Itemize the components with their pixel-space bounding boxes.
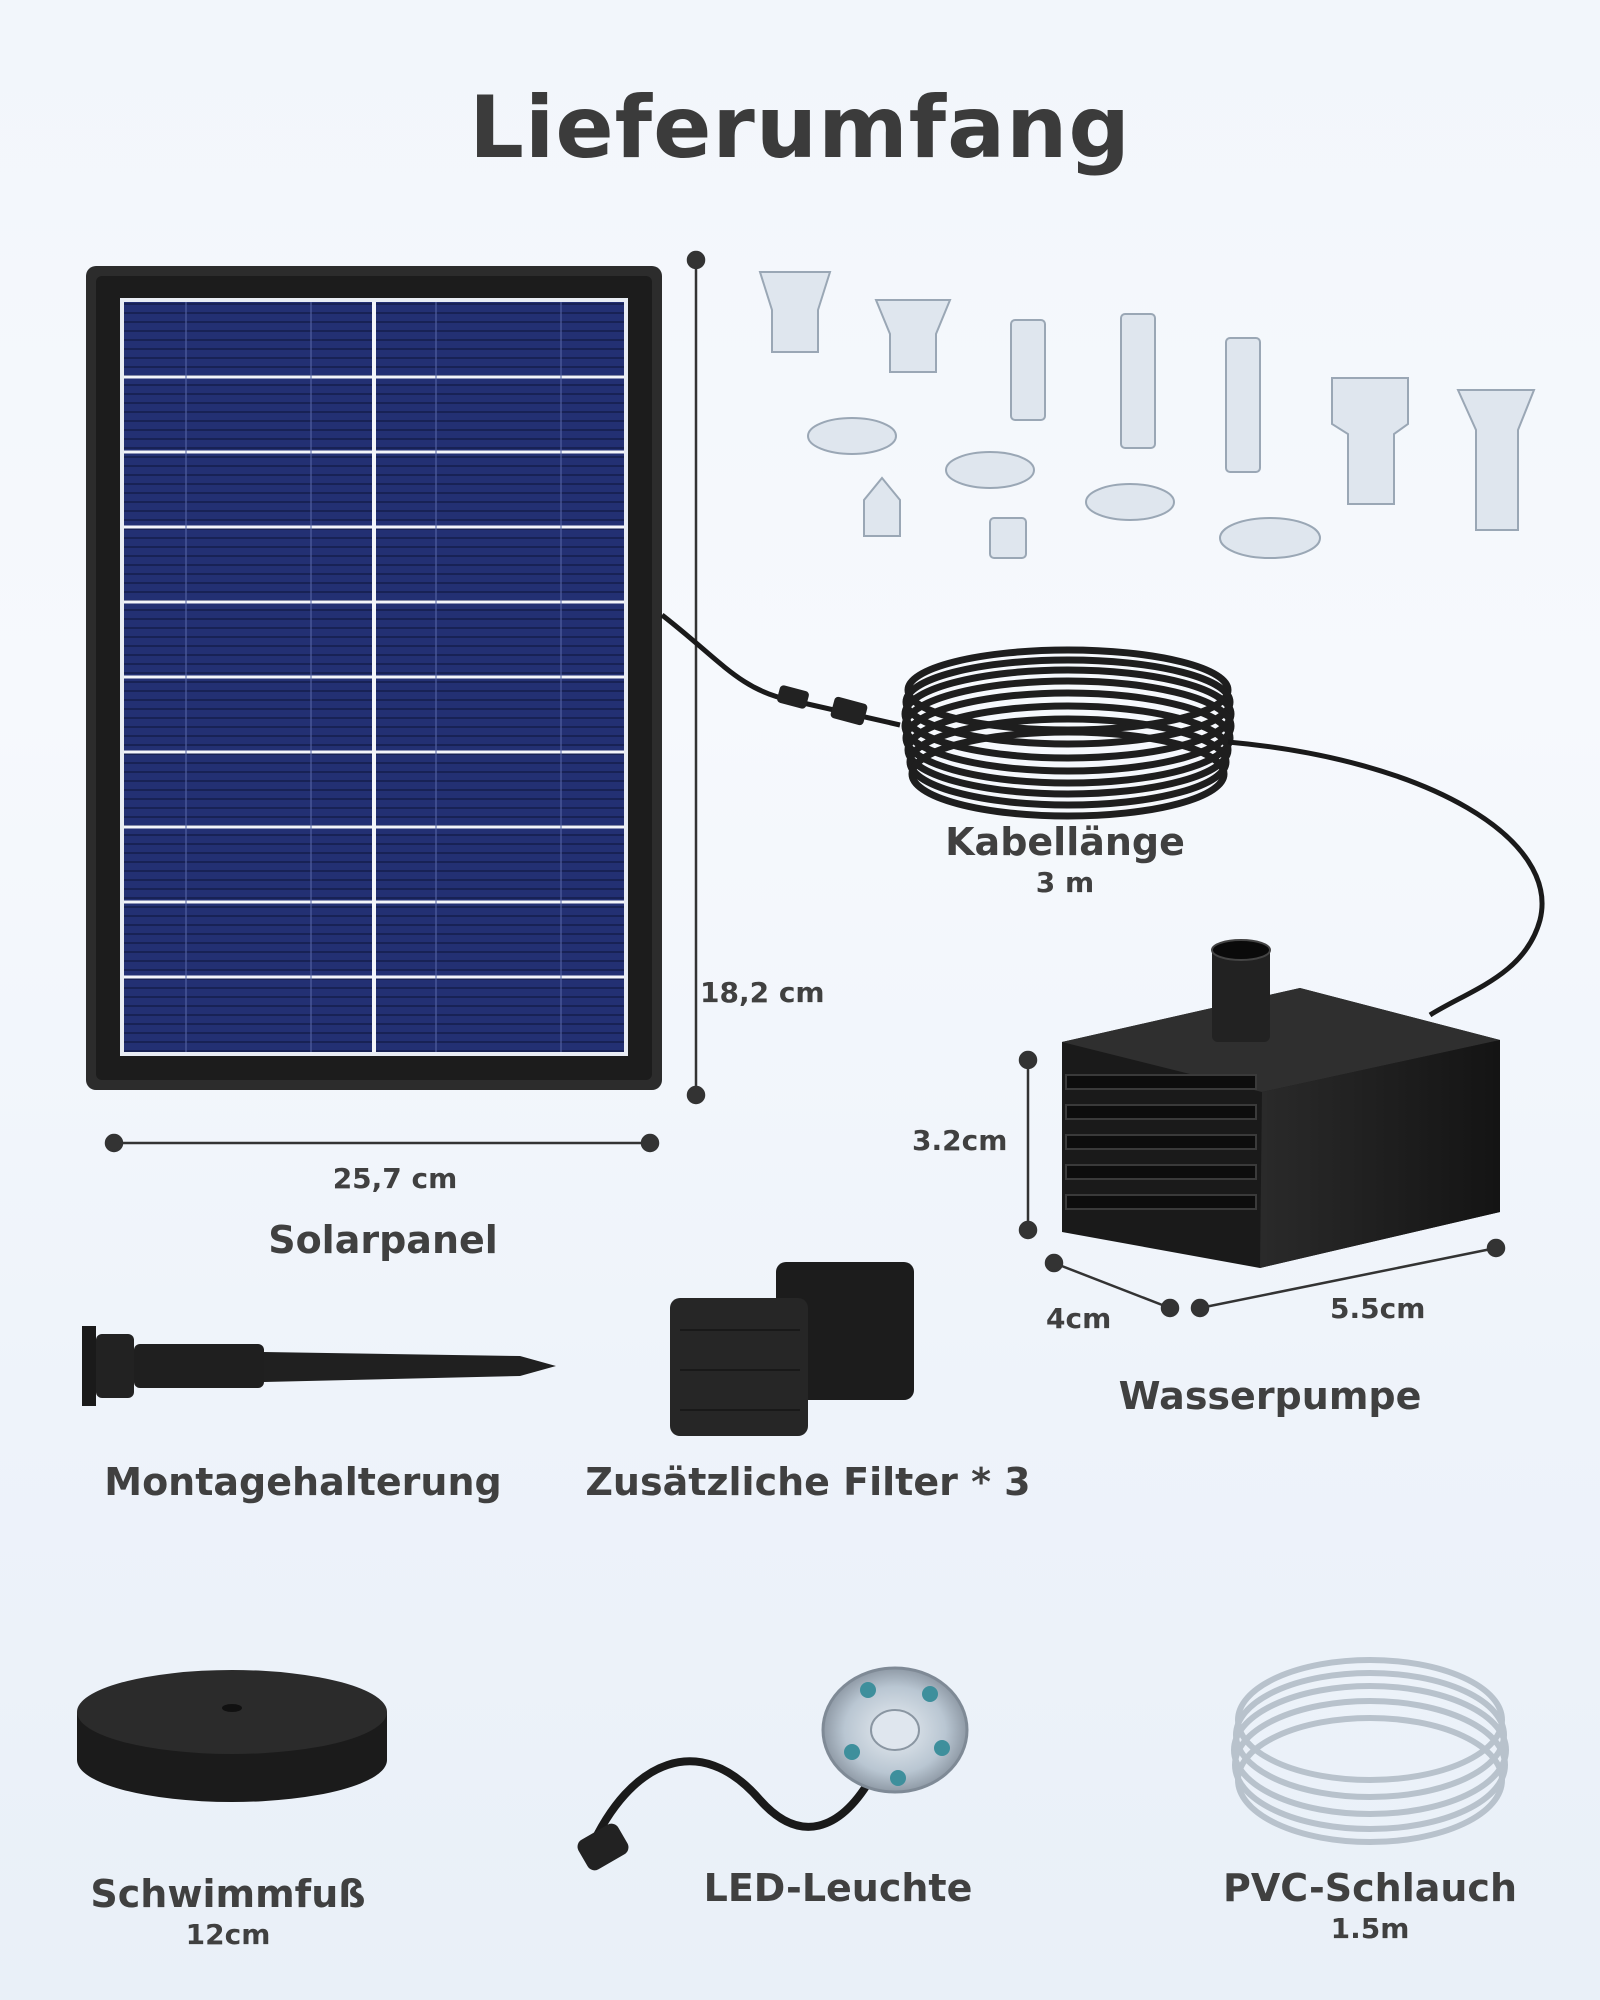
pump-height-label: 3.2cm (912, 1124, 1008, 1157)
hose-name: PVC-Schlauch (1222, 1866, 1518, 1910)
pump-depth-label: 4cm (1046, 1302, 1112, 1335)
page-title: Lieferumfang (469, 78, 1131, 178)
filter-sponges (670, 1262, 914, 1436)
solar-height-label: 18,2 cm (700, 976, 825, 1009)
cable-length-title: Kabellänge (945, 820, 1185, 864)
led-light (577, 1666, 969, 1871)
hose-length: 1.5m (1330, 1912, 1410, 1945)
pump-dimension-lines (1018, 1050, 1506, 1318)
cable-coil (901, 646, 1235, 820)
floating-base (77, 1670, 387, 1802)
pump-width-label: 5.5cm (1330, 1292, 1426, 1325)
water-pump (1062, 939, 1500, 1268)
cable-length-value: 3 m (1035, 866, 1095, 899)
pvc-hose (1231, 1657, 1509, 1845)
solar-panel (86, 266, 662, 1090)
mounting-stake (82, 1326, 556, 1406)
pump-cable (1227, 739, 1545, 1018)
pump-name: Wasserpumpe (1118, 1374, 1422, 1418)
float-size: 12cm (185, 1918, 271, 1951)
solar-dimension-lines (104, 250, 706, 1153)
solar-width-label: 25,7 cm (332, 1162, 458, 1195)
nozzle-set (758, 271, 1536, 559)
led-name: LED-Leuchte (703, 1866, 973, 1910)
filters-name: Zusätzliche Filter * 3 (585, 1460, 1031, 1504)
float-name: Schwimmfuß (90, 1872, 366, 1916)
mount-name: Montagehalterung (104, 1460, 502, 1504)
solar-panel-name: Solarpanel (268, 1218, 498, 1262)
